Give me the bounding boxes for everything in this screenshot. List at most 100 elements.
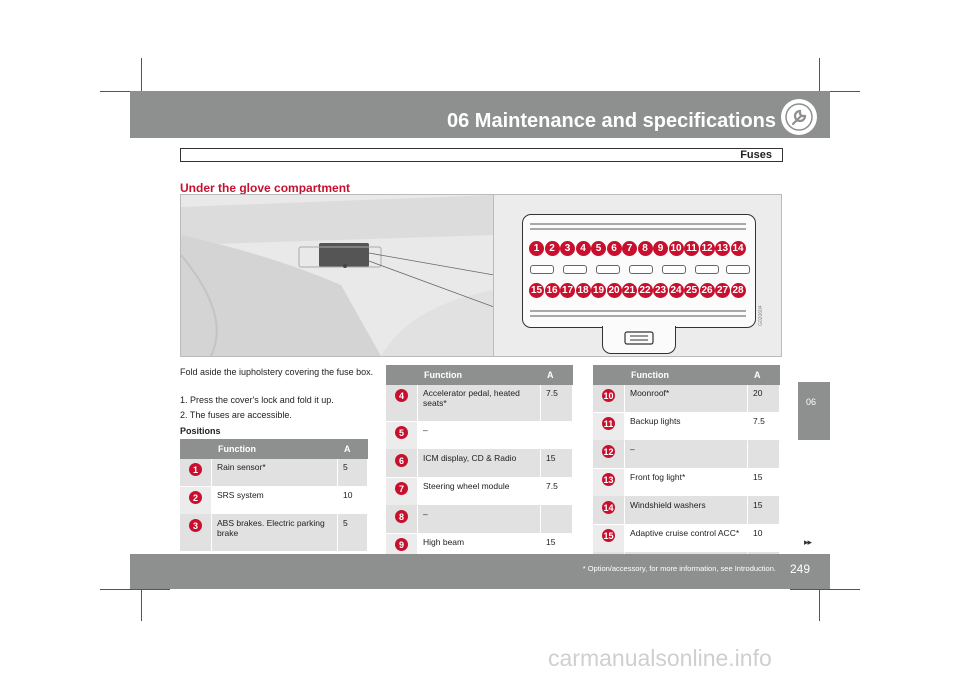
fuse-amps: 15 — [748, 469, 780, 497]
fuse-slot — [726, 265, 750, 274]
fuse-badge: 2 — [189, 491, 202, 504]
subsection-bar — [180, 148, 783, 162]
fuse-function: – — [625, 441, 748, 469]
fuse-badge: 13 — [602, 473, 615, 486]
table-header-function: Function — [625, 365, 748, 385]
fuse-function: Rain sensor* — [212, 459, 338, 487]
fuse-number: 22 — [637, 283, 653, 298]
table-row: 11 Backup lights 7.5 — [593, 413, 780, 441]
fuse-amps: 7.5 — [541, 385, 573, 422]
fuse-number: 16 — [544, 283, 560, 298]
crop-mark — [819, 58, 820, 110]
fuse-function: – — [418, 422, 541, 450]
table-row: 12 – — [593, 441, 780, 469]
header-band — [130, 91, 830, 138]
fuse-number: 11 — [684, 241, 699, 256]
fuse-function: Backup lights — [625, 413, 748, 441]
fuse-amps — [541, 422, 573, 450]
table-header-num — [386, 365, 418, 385]
table-row: 10 Moonroof* 20 — [593, 385, 780, 413]
fuse-amps: 7.5 — [748, 413, 780, 441]
wrench-icon — [781, 99, 817, 135]
fuse-amps — [748, 441, 780, 469]
fuse-badge: 4 — [395, 389, 408, 402]
page-number: 249 — [790, 562, 811, 576]
fuse-badge: 5 — [395, 426, 408, 439]
fuse-number: 21 — [622, 283, 637, 298]
table-row: 4 Accelerator pedal, heated seats* 7.5 — [386, 385, 573, 422]
fuse-number: 12 — [699, 241, 715, 256]
fuse-number: 1 — [529, 241, 544, 256]
table-row: 15 Adaptive cruise control ACC* 10 — [593, 525, 780, 553]
next-page-arrows[interactable]: ▸▸ — [804, 537, 812, 547]
table-row: 1 Rain sensor* 5 — [180, 459, 368, 487]
fuse-number: 17 — [560, 283, 575, 298]
fuse-slot-row — [530, 265, 750, 274]
table-row: 14 Windshield washers 15 — [593, 497, 780, 525]
fuse-amps: 20 — [748, 385, 780, 413]
table-row: 5 – — [386, 422, 573, 450]
table-row: 8 – — [386, 506, 573, 534]
fuse-badge: 12 — [602, 445, 615, 458]
crop-mark — [141, 569, 142, 621]
chapter-side-tab-label: 06 — [806, 397, 817, 407]
table-header-amps: A — [748, 365, 780, 385]
fuse-amps: 5 — [338, 515, 368, 552]
fuse-number: 6 — [606, 241, 622, 256]
fuse-number: 25 — [684, 283, 699, 298]
fuse-slot — [695, 265, 719, 274]
fuse-table-2: Function A 4 Accelerator pedal, heated s… — [386, 365, 573, 562]
table-header-function: Function — [212, 439, 338, 459]
fuse-amps: 7.5 — [541, 478, 573, 506]
fuse-number: 13 — [715, 241, 730, 256]
fuse-number: 8 — [637, 241, 653, 256]
step-2: 2. The fuses are accessible. — [180, 410, 292, 420]
fuse-number: 15 — [529, 283, 544, 298]
fuse-number: 9 — [653, 241, 668, 256]
fuse-number: 2 — [544, 241, 560, 256]
fuse-function: Moonroof* — [625, 385, 748, 413]
fuse-function: SRS system — [212, 487, 338, 515]
fuse-slot — [530, 265, 554, 274]
fuse-box-cover-tab — [602, 326, 676, 354]
table-header-amps: A — [338, 439, 368, 459]
footer-note: * Option/accessory, for more information… — [582, 564, 776, 573]
fuse-slot — [596, 265, 620, 274]
table-row: 2 SRS system 10 — [180, 487, 368, 515]
fuse-function: Steering wheel module — [418, 478, 541, 506]
fuse-number: 26 — [699, 283, 715, 298]
fuse-function: – — [418, 506, 541, 534]
fuse-badge: 11 — [602, 417, 615, 430]
fuse-badge: 14 — [602, 501, 615, 514]
fuse-slot — [629, 265, 653, 274]
fuse-number: 14 — [730, 241, 746, 256]
fuse-badge: 9 — [395, 538, 408, 551]
table-header-function: Function — [418, 365, 541, 385]
footer-band — [130, 554, 830, 589]
fuse-number: 5 — [591, 241, 606, 256]
fuse-badge: 10 — [602, 389, 615, 402]
chapter-title: 06 Maintenance and specifications — [447, 110, 776, 132]
fuse-function: Accelerator pedal, heated seats* — [418, 385, 541, 422]
fuse-badge: 8 — [395, 510, 408, 523]
crop-mark — [819, 569, 820, 621]
fuse-function: Windshield washers — [625, 497, 748, 525]
fuse-row-top: 1 2 3 4 5 6 7 8 9 10 11 12 13 14 — [529, 241, 751, 256]
watermark: carmanualsonline.info — [548, 645, 772, 671]
fuse-number: 3 — [560, 241, 575, 256]
fuse-amps: 10 — [338, 487, 368, 515]
table-header-num — [593, 365, 625, 385]
chapter-side-tab[interactable] — [798, 382, 830, 440]
fuse-badge: 15 — [602, 529, 615, 542]
fuse-amps: 15 — [748, 497, 780, 525]
crop-mark — [100, 589, 170, 590]
crop-mark — [141, 58, 142, 110]
fuse-function: Adaptive cruise control ACC* — [625, 525, 748, 553]
fuse-badge: 1 — [189, 463, 202, 476]
fuse-function: ICM display, CD & Radio — [418, 450, 541, 478]
fuse-badge: 7 — [395, 482, 408, 495]
fuse-amps: 10 — [748, 525, 780, 553]
fuse-number: 18 — [575, 283, 591, 298]
section-title: Under the glove compartment — [180, 181, 351, 195]
subsection-title: Fuses — [740, 149, 772, 161]
